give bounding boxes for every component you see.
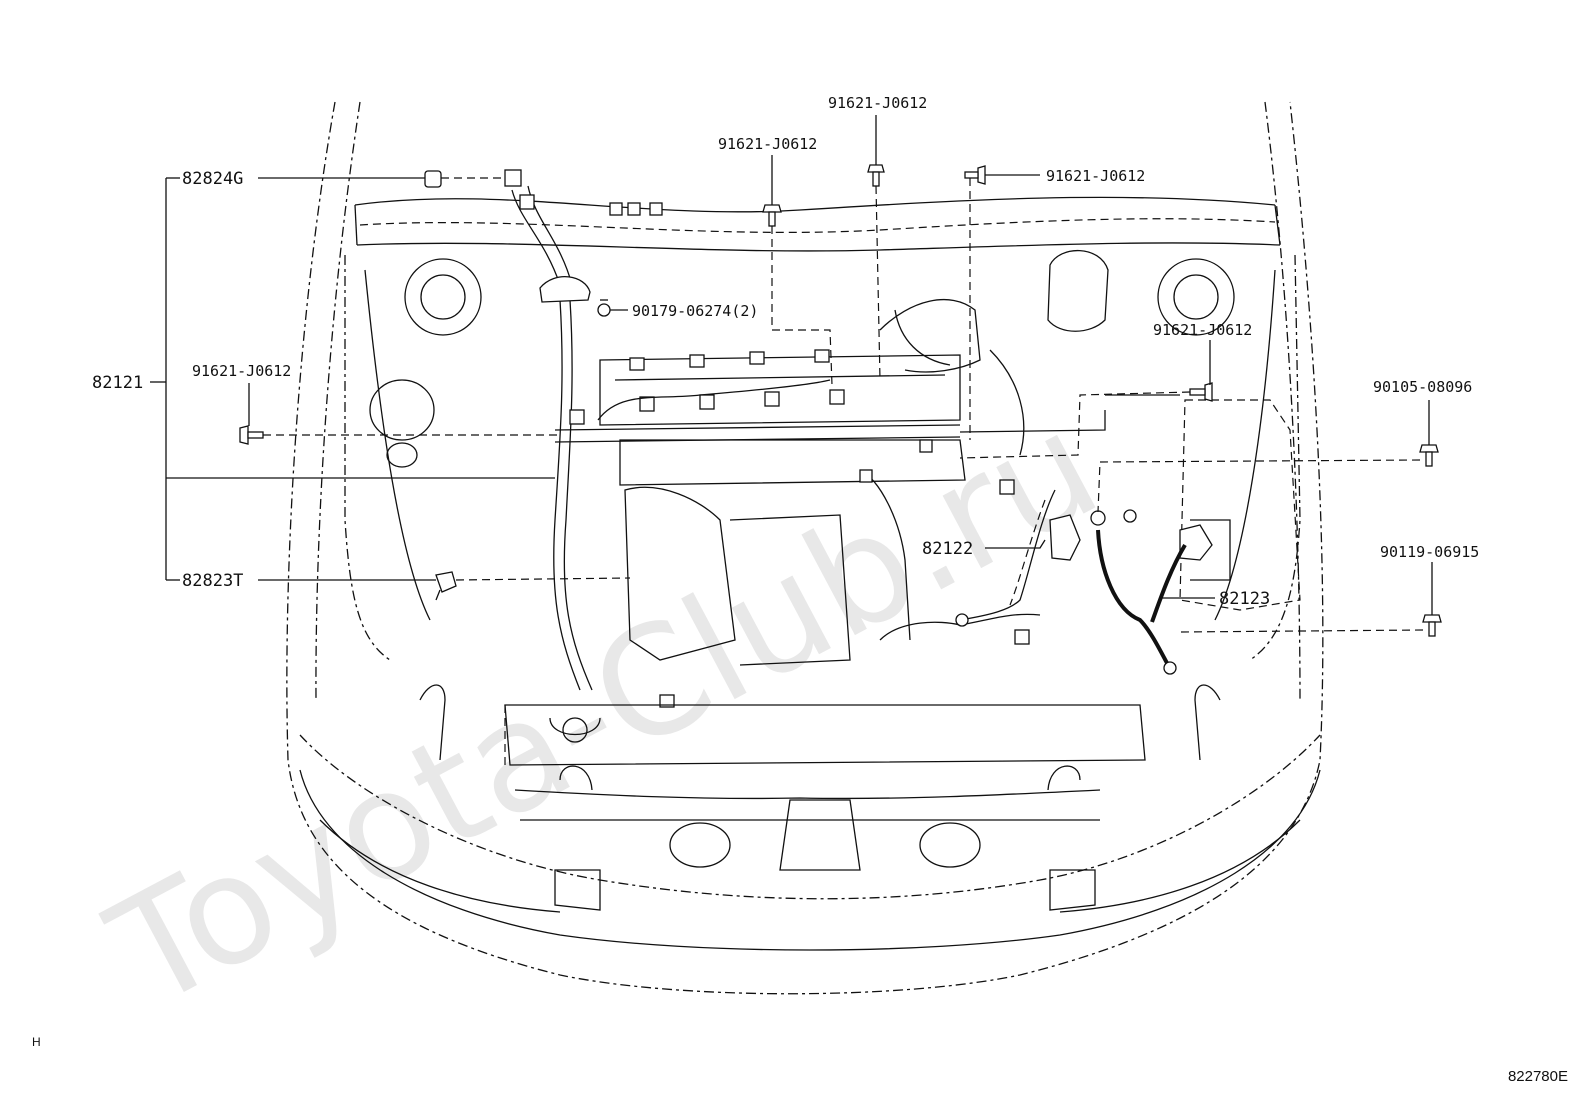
radiator-support — [419, 684, 1221, 911]
bolt-top-center-shape — [867, 164, 885, 187]
bolt-right-shape — [1189, 382, 1213, 402]
car-body-outline — [286, 101, 1324, 995]
leader-lines — [150, 115, 1433, 633]
callout-labels: 82824G 82121 82823T 82122 82123 91621-J0… — [92, 94, 1479, 609]
label-bolt-top-center: 91621-J0612 — [828, 94, 927, 112]
cowl-panel — [354, 196, 1281, 252]
sheet-mark: H — [32, 1035, 41, 1049]
clip-90179-shape — [597, 299, 611, 317]
label-bolt-left: 91621-J0612 — [192, 362, 291, 380]
bolt-90119-shape — [1422, 614, 1442, 637]
label-bolt-90105: 90105-08096 — [1373, 378, 1472, 396]
label-bolt-top-left: 91621-J0612 — [718, 135, 817, 153]
label-bolt-90119: 90119-06915 — [1380, 543, 1479, 561]
label-clip-90179: 90179-06274(2) — [632, 302, 758, 320]
bolt-top-left-shape — [762, 204, 782, 227]
bolt-90105-shape — [1419, 444, 1439, 467]
bolt-top-right-shape — [964, 165, 986, 185]
battery-cables — [955, 489, 1187, 675]
label-82824G: 82824G — [182, 169, 243, 189]
clip-82823T-shape — [435, 571, 457, 601]
engine-wire-harness — [504, 169, 1180, 691]
fasteners — [239, 164, 1442, 637]
bolt-left-shape — [239, 425, 264, 445]
label-bolt-right: 91621-J0612 — [1153, 321, 1252, 339]
engine-block — [599, 298, 1030, 708]
label-82123: 82123 — [1219, 589, 1270, 609]
label-82122: 82122 — [922, 539, 973, 559]
label-bolt-top-right: 91621-J0612 — [1046, 167, 1145, 185]
label-82121: 82121 — [92, 373, 143, 393]
fender-aprons — [344, 249, 1301, 661]
figure-code: 822780E — [1507, 1068, 1568, 1085]
grommet-82824G-shape — [424, 170, 442, 188]
label-82823T: 82823T — [182, 571, 243, 591]
